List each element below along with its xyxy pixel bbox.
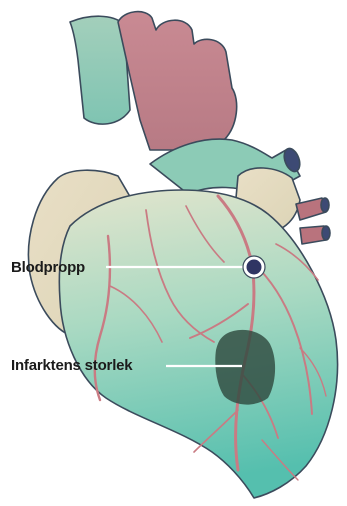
clot-label: Blodpropp [11,259,85,277]
aorta [118,12,237,152]
ventricles [59,190,337,498]
vein-opening-1 [321,198,329,212]
infarct-label: Infarktens storlek [11,357,132,375]
vein-opening-2 [322,226,330,240]
infarct-area [215,330,275,405]
clot-marker [247,260,262,275]
